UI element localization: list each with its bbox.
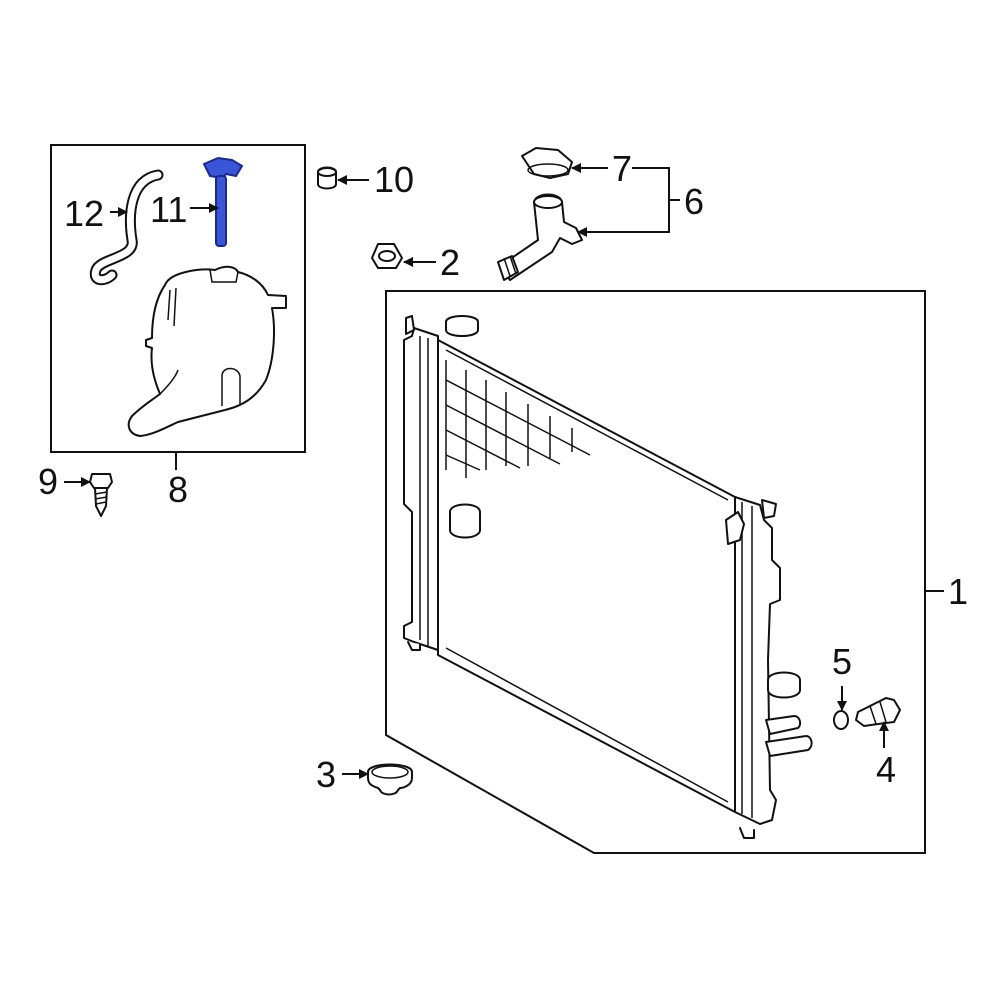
reservoir-group-box [50, 144, 306, 453]
drain-cock-plug[interactable] [855, 697, 901, 727]
callout-10: 10 [374, 159, 414, 200]
callout-2: 2 [440, 242, 460, 283]
callout-7: 7 [612, 148, 632, 189]
radiator-cap[interactable] [521, 147, 573, 179]
callout-3: 3 [316, 754, 336, 795]
mount-cushion[interactable] [317, 166, 337, 190]
callout-12: 12 [64, 193, 104, 234]
radiator-support-grommet[interactable] [367, 763, 413, 796]
coolant-reservoir-tank[interactable] [127, 265, 287, 437]
callout-4: 4 [876, 749, 896, 790]
callout-6: 6 [684, 181, 704, 222]
callout-8: 8 [168, 469, 188, 510]
callout-9: 9 [38, 461, 58, 502]
leader-lines [64, 163, 944, 779]
callout-11: 11 [150, 189, 187, 230]
reservoir-level-gauge[interactable] [202, 156, 244, 247]
flange-nut[interactable] [371, 243, 403, 269]
radiator-group-outline [385, 290, 926, 854]
reservoir-hose[interactable] [89, 169, 164, 286]
radiator-inlet-pipe[interactable] [497, 193, 583, 281]
drain-plug-o-ring[interactable] [833, 710, 849, 730]
callout-1: 1 [948, 571, 968, 612]
radiator-assembly[interactable] [403, 315, 813, 839]
reservoir-bolt[interactable] [89, 473, 113, 517]
callout-5: 5 [832, 641, 852, 682]
